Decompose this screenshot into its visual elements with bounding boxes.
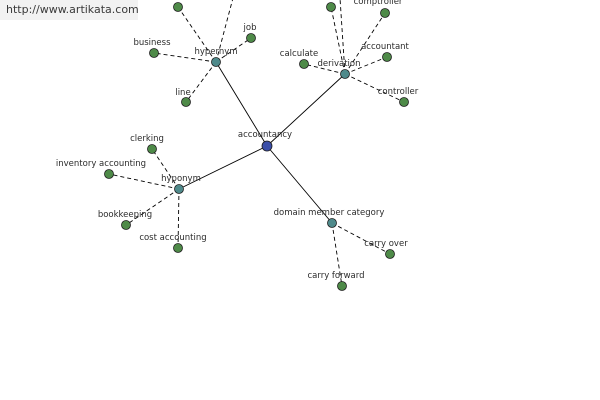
relation-node-d1[interactable]: [340, 69, 350, 79]
edge-d1-l_calculate: [303, 63, 346, 75]
leaf-label-l_controller[interactable]: controller: [378, 87, 419, 97]
leaf-node-l_carryover[interactable]: [385, 249, 395, 259]
edge-center-d1: [266, 73, 346, 147]
leaf-label-l_calculate[interactable]: calculate: [280, 49, 318, 59]
leaf-label-l_job[interactable]: job: [243, 23, 257, 33]
edge-dm-l_carryover: [331, 222, 391, 255]
edge-center-h1: [215, 61, 268, 147]
edge-h1-l_business: [153, 52, 217, 63]
edge-center-h2: [178, 145, 268, 190]
relation-label-d1[interactable]: derivation: [317, 59, 360, 69]
leaf-label-l_accountant[interactable]: accountant: [361, 42, 409, 52]
leaf-node-l_inventory[interactable]: [104, 169, 114, 179]
leaf-node-l_clerking[interactable]: [147, 144, 157, 154]
leaf-label-l_carryforward[interactable]: carry forward: [307, 271, 364, 281]
relation-node-dm[interactable]: [327, 218, 337, 228]
leaf-node-l_carryforward[interactable]: [337, 281, 347, 291]
leaf-node-l_cost[interactable]: [173, 243, 183, 253]
labels-layer: accountancy hypernym derivation hyponym doma…: [56, 0, 419, 281]
edge-h2-l_bookkeeping: [125, 188, 180, 226]
leaf-node-l_accountant[interactable]: [382, 52, 392, 62]
leaf-node-l_line[interactable]: [181, 97, 191, 107]
leaf-label-l_line[interactable]: line: [175, 88, 190, 98]
leaf-label-l_business[interactable]: business: [133, 38, 171, 48]
leaf-label-l_comptroller[interactable]: comptroller: [354, 0, 403, 7]
edge-d1-l_controller: [344, 73, 405, 103]
leaf-label-l_carryover[interactable]: carry over: [364, 239, 408, 249]
edge-d1-l_accountant: [344, 56, 388, 75]
leaf-node-l_bookkeeping[interactable]: [121, 220, 131, 230]
relation-label-h2[interactable]: hyponym: [161, 174, 201, 184]
watermark-url: http://www.artikata.com: [0, 0, 139, 20]
relation-node-h1[interactable]: [211, 57, 221, 67]
leaf-label-l_cost[interactable]: cost accounting: [139, 233, 206, 243]
relation-label-dm[interactable]: domain member category: [274, 208, 385, 218]
center-node-label[interactable]: accountancy: [238, 130, 292, 140]
leaf-node-l_top[interactable]: [173, 2, 183, 12]
edge-h2-l_cost: [177, 188, 180, 249]
leaf-label-l_bookkeeping[interactable]: bookkeeping: [98, 210, 152, 220]
edge-h2-l_inventory: [108, 173, 180, 190]
edges-layer: [108, 0, 405, 287]
relation-label-h1[interactable]: hypernym: [194, 47, 237, 57]
leaf-node-l_business[interactable]: [149, 48, 159, 58]
edge-h1-l_line: [185, 61, 217, 103]
edge-h1-l_job: [215, 37, 252, 63]
leaf-label-l_clerking[interactable]: clerking: [130, 134, 164, 144]
relation-node-h2[interactable]: [174, 184, 184, 194]
leaf-node-l_comptroller[interactable]: [380, 8, 390, 18]
leaf-node-l_controller[interactable]: [399, 97, 409, 107]
center-node[interactable]: [261, 140, 273, 152]
edge-h2-l_clerking: [151, 148, 180, 190]
leaf-node-l_calculate[interactable]: [299, 59, 309, 69]
leaf-node-l_job[interactable]: [246, 33, 256, 43]
edge-d1-offscreen: [339, 0, 346, 75]
edge-dm-l_carryforward: [331, 222, 343, 287]
edge-center-dm: [266, 145, 333, 224]
leaf-node-l_top2[interactable]: [326, 2, 336, 12]
nodes-layer: [104, 2, 409, 291]
leaf-label-l_inventory[interactable]: inventory accounting: [56, 159, 146, 169]
edge-d1-l_comptroller: [344, 12, 386, 75]
edge-d1-l_top2: [330, 6, 346, 75]
